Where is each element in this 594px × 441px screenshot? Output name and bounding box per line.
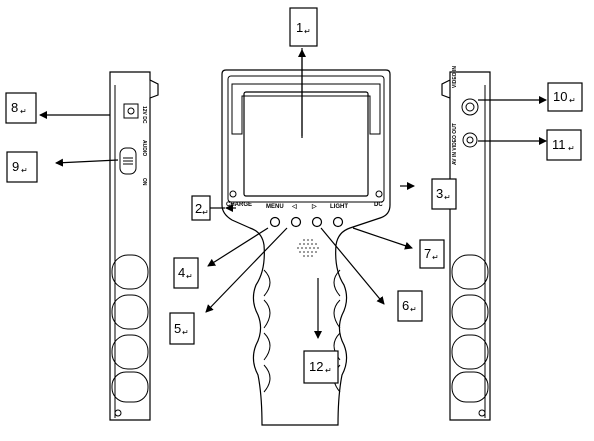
grip-oval <box>111 334 149 370</box>
callout-arrows <box>39 48 547 339</box>
svg-text:↵: ↵ <box>182 328 189 337</box>
grip-oval <box>111 371 149 403</box>
svg-text:2: 2 <box>195 201 202 216</box>
svg-text:↵: ↵ <box>432 253 439 262</box>
svg-text:↵: ↵ <box>325 366 332 375</box>
charge-indicator <box>229 190 237 198</box>
svg-text:10: 10 <box>553 89 567 104</box>
svg-text:↵: ↵ <box>410 305 417 314</box>
grip-oval <box>451 254 489 290</box>
right-side-view: VIDEO IN AV IN VIDEO OUT <box>441 66 491 421</box>
svg-text:4: 4 <box>178 265 185 280</box>
dc-indicator <box>375 190 383 198</box>
svg-text:↵: ↵ <box>20 107 27 116</box>
callout-6: 6 ↵ <box>397 290 423 322</box>
charge-label: CHARGE <box>226 202 252 208</box>
svg-text:12: 12 <box>309 359 323 374</box>
grip-oval <box>111 254 149 290</box>
callout-8: 8 ↵ <box>5 92 37 124</box>
left-side-dc-label: 12V DC <box>141 106 147 124</box>
callout-12: 12 ↵ <box>303 350 339 384</box>
callout-7: 7 ↵ <box>419 239 445 269</box>
svg-text:↵: ↵ <box>304 27 311 36</box>
svg-text:9: 9 <box>12 159 19 174</box>
speaker-grille <box>297 239 319 257</box>
light-button[interactable] <box>332 216 344 228</box>
callout-11: 11 ↵ <box>546 129 582 161</box>
callout-10: 10 ↵ <box>547 82 583 112</box>
svg-text:5: 5 <box>174 321 181 336</box>
svg-text:1: 1 <box>296 20 303 35</box>
menu-label: MENU <box>266 204 284 210</box>
callout-3: 3 ↵ <box>431 178 457 210</box>
left-button[interactable] <box>290 216 302 228</box>
right-side-video-in-label: VIDEO IN <box>452 66 458 88</box>
svg-text:↵: ↵ <box>569 96 576 105</box>
svg-text:11: 11 <box>552 137 566 152</box>
left-side-view: 12V DC AUDIO ON <box>109 71 159 421</box>
svg-text:8: 8 <box>11 100 18 115</box>
front-view: CHARGE DC MENU ◁ ▷ LIGHT <box>221 69 391 426</box>
callout-5: 5 ↵ <box>169 312 195 345</box>
grip-oval <box>451 294 489 330</box>
left-side-on-label: ON <box>141 178 147 186</box>
dc-label: DC <box>374 202 383 208</box>
left-button-label: ◁ <box>291 203 297 210</box>
svg-text:↵: ↵ <box>568 144 575 153</box>
lcd-screen <box>243 91 369 197</box>
right-button[interactable] <box>311 216 323 228</box>
svg-text:↵: ↵ <box>444 193 451 202</box>
grip-oval <box>451 334 489 370</box>
svg-text:↵: ↵ <box>186 272 193 281</box>
callout-9: 9 ↵ <box>6 151 38 183</box>
light-label: LIGHT <box>330 204 348 210</box>
svg-text:↵: ↵ <box>202 208 209 217</box>
right-button-label: ▷ <box>311 203 317 210</box>
callout-1: 1 ↵ <box>289 7 318 47</box>
svg-text:6: 6 <box>402 298 409 313</box>
grip-oval <box>111 294 149 330</box>
menu-button[interactable] <box>269 216 281 228</box>
callout-2: 2 ↵ <box>191 195 211 221</box>
svg-text:↵: ↵ <box>21 166 28 175</box>
svg-text:7: 7 <box>424 246 431 261</box>
left-side-audio-label: AUDIO <box>141 140 147 156</box>
callout-4: 4 ↵ <box>173 257 199 289</box>
right-side-av-label: AV IN VIDEO OUT <box>452 123 458 165</box>
grip-oval <box>451 371 489 403</box>
svg-text:3: 3 <box>436 186 443 201</box>
